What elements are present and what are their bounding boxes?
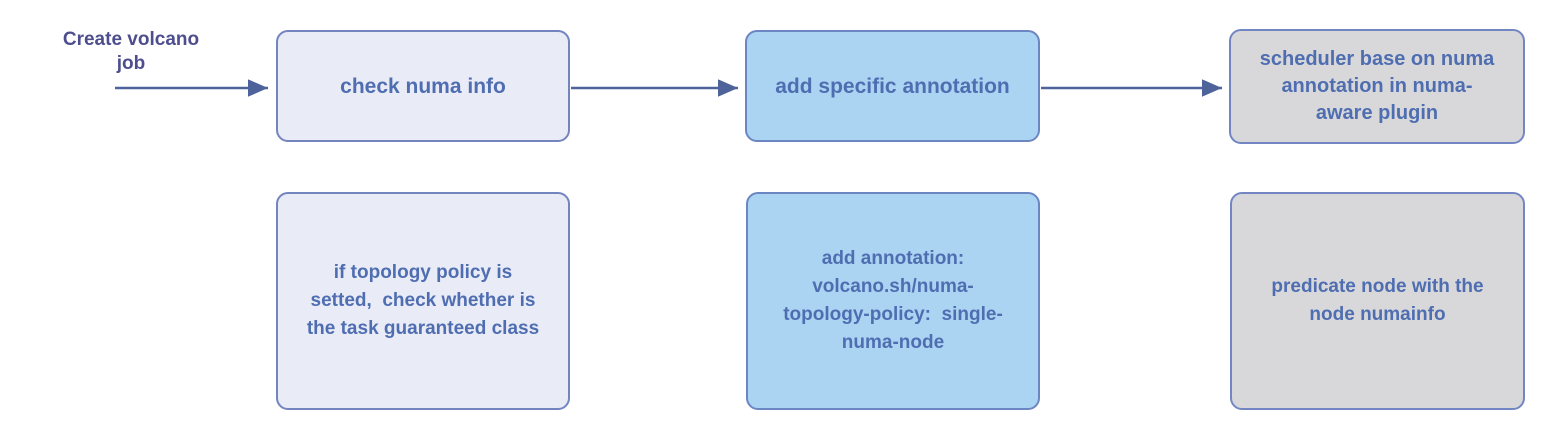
note-topology-policy-check: if topology policy is setted, check whet… xyxy=(276,192,570,410)
note-add-annotation-detail: add annotation: volcano.sh/numa- topolog… xyxy=(746,192,1040,410)
note-predicate-node-label: predicate node with the node numainfo xyxy=(1271,276,1484,325)
start-label: Create volcano job xyxy=(62,29,200,74)
node-add-specific-annotation-label: add specific annotation xyxy=(775,74,1010,98)
note-add-annotation-detail-label: add annotation: volcano.sh/numa- topolog… xyxy=(783,248,1003,353)
node-check-numa-info-label: check numa info xyxy=(340,74,506,98)
node-add-specific-annotation: add specific annotation xyxy=(745,30,1040,142)
note-predicate-node: predicate node with the node numainfo xyxy=(1230,192,1525,410)
node-check-numa-info: check numa info xyxy=(276,30,570,142)
node-scheduler-numa-aware-label: scheduler base on numa annotation in num… xyxy=(1259,48,1495,124)
node-scheduler-numa-aware: scheduler base on numa annotation in num… xyxy=(1229,29,1525,144)
note-topology-policy-check-label: if topology policy is setted, check whet… xyxy=(306,262,540,339)
